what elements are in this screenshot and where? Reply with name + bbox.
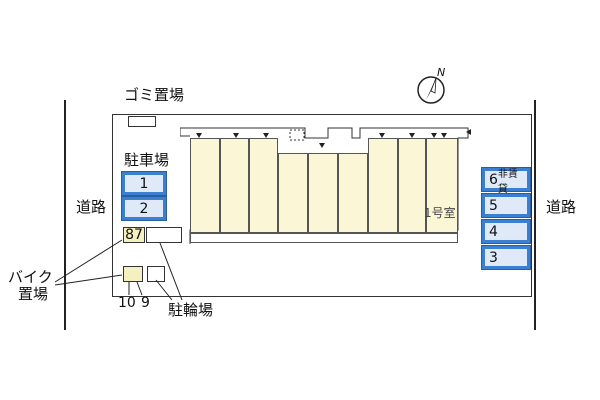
bike-space-number: 8	[125, 227, 134, 243]
road-left-label: 道路	[76, 198, 107, 216]
parking-space-number: 4	[485, 223, 527, 240]
bicycle-parking-label: 駐輪場	[168, 301, 214, 319]
entry-arrow	[319, 143, 325, 148]
parking-space: 6 非賃貸	[481, 167, 531, 195]
unit-6	[338, 153, 368, 233]
entry-arrow	[233, 133, 239, 138]
parking-space: 3	[481, 245, 531, 270]
entry-arrow	[441, 133, 447, 138]
unit-2	[220, 138, 249, 233]
entry-arrow	[263, 133, 269, 138]
parking-space: 2	[121, 196, 167, 221]
balcony-strip	[190, 233, 458, 243]
parking-note: 非賃貸	[497, 168, 518, 195]
garbage-box	[128, 116, 156, 127]
parking-space: 4	[481, 219, 531, 244]
entry-arrow	[431, 133, 437, 138]
parking-label: 駐車場	[124, 151, 170, 169]
parking-space-number: 3	[485, 249, 527, 266]
bike-space: 8 7	[123, 227, 145, 243]
road-right-line	[534, 100, 536, 330]
unit-1	[190, 138, 220, 233]
entry-arrow	[379, 133, 385, 138]
bicycle-space	[147, 266, 165, 282]
bike-space-number: 10	[118, 295, 136, 311]
bike-area-label-1: バイク	[8, 268, 53, 286]
road-right-label: 道路	[546, 198, 577, 216]
bike-area-label-2: 置場	[18, 285, 49, 303]
parking-space: 5	[481, 193, 531, 218]
road-left-line	[64, 100, 66, 330]
entry-arrow	[196, 133, 202, 138]
north-label: N	[437, 66, 446, 79]
bike-space	[123, 266, 143, 282]
unit-4	[278, 153, 308, 233]
entry-arrow	[409, 133, 415, 138]
north-compass-icon: N	[415, 66, 451, 106]
parking-space-number: 2	[125, 200, 163, 217]
unit-9	[426, 138, 458, 233]
parking-space-number: 1	[125, 175, 163, 192]
garbage-area-label: ゴミ置場	[124, 86, 185, 104]
bike-space-number: 9	[141, 295, 150, 311]
unit-7	[368, 138, 398, 233]
entry-arrow-side	[466, 129, 471, 135]
room-label: 1号室	[424, 206, 456, 220]
parking-space-number: 6	[489, 171, 498, 188]
parking-space-number: 5	[485, 197, 527, 214]
unit-3	[249, 138, 278, 233]
apartment-building	[179, 126, 470, 244]
unit-5	[308, 153, 338, 233]
unit-8	[398, 138, 426, 233]
bicycle-space	[146, 227, 182, 243]
bike-space-number: 7	[134, 227, 143, 243]
parking-space: 1	[121, 171, 167, 196]
